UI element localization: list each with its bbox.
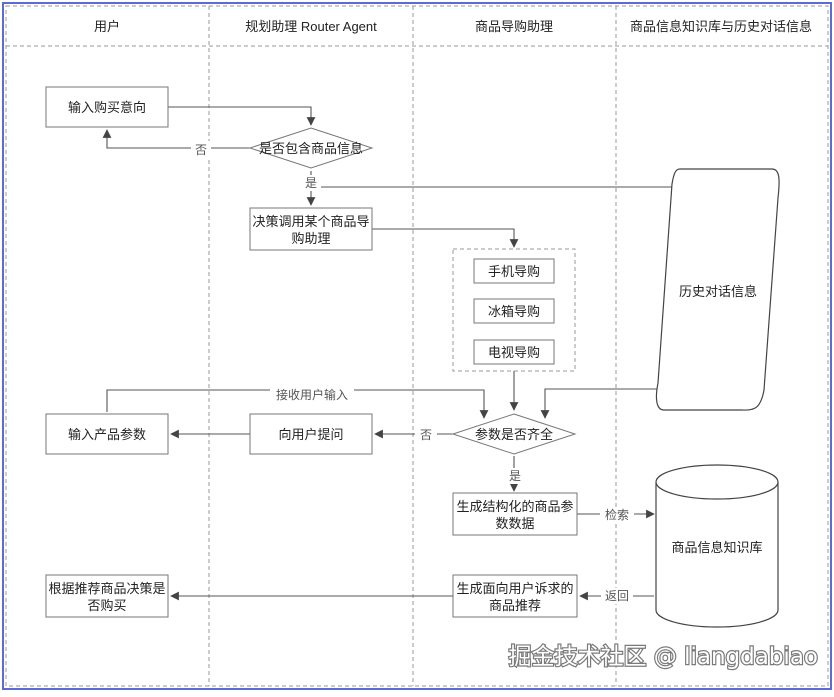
svg-text:商品信息知识库: 商品信息知识库 (671, 540, 762, 555)
edge-history-to-params (540, 388, 662, 419)
lane-header-user: 用户 (94, 19, 120, 34)
svg-text:商品推荐: 商品推荐 (489, 598, 541, 613)
node-has-product-info: 是否包含商品信息 (248, 127, 374, 169)
node-phone-guide: 手机导购 (473, 258, 555, 284)
svg-text:生成结构化的商品参: 生成结构化的商品参 (456, 499, 573, 514)
node-knowledge-base: 商品信息知识库 (655, 464, 779, 628)
svg-text:电视导购: 电视导购 (488, 345, 540, 360)
edge-label-yes-1: 是 (305, 176, 317, 190)
edge-decide-to-guides (372, 228, 519, 248)
lane-headers: 用户 规划助理 Router Agent 商品导购助理 商品信息知识库与历史对话… (94, 19, 812, 34)
edge-labels: 否 是 接收用户输入 否 是 检索 返回 (191, 141, 634, 604)
svg-text:是否包含商品信息: 是否包含商品信息 (259, 141, 363, 156)
svg-text:根据推荐商品决策是: 根据推荐商品决策是 (48, 581, 165, 596)
svg-text:否购买: 否购买 (87, 598, 126, 613)
edge-label-no-2: 否 (420, 428, 432, 442)
svg-text:输入购买意向: 输入购买意向 (68, 100, 146, 115)
edge-label-receive-input: 接收用户输入 (276, 387, 348, 402)
node-history-dialogue: 历史对话信息 (655, 168, 780, 411)
node-tv-guide: 电视导购 (473, 339, 555, 365)
lane-header-router: 规划助理 Router Agent (245, 19, 377, 34)
node-fridge-guide: 冰箱导购 (473, 298, 555, 324)
node-input-intent: 输入购买意向 (45, 86, 169, 128)
edge-intent-to-decision (168, 106, 316, 126)
svg-text:手机导购: 手机导购 (488, 264, 540, 279)
node-decide-call: 决策调用某个商品导 购助理 (249, 207, 373, 251)
svg-text:生成面向用户诉求的: 生成面向用户诉求的 (456, 581, 573, 596)
edge-label-retrieve: 检索 (605, 507, 629, 522)
node-decide-buy: 根据推荐商品决策是 否购买 (45, 574, 169, 618)
edge-label-return: 返回 (605, 589, 629, 603)
watermark: 掘金技术社区 @ liangdabiao (508, 644, 818, 670)
svg-text:参数是否齐全: 参数是否齐全 (475, 427, 553, 442)
svg-text:向用户提问: 向用户提问 (278, 427, 343, 442)
node-generate-recommendation: 生成面向用户诉求的 商品推荐 (452, 574, 578, 618)
node-input-params: 输入产品参数 (45, 413, 169, 455)
svg-text:数数据: 数数据 (495, 516, 534, 531)
node-ask-user: 向用户提问 (249, 413, 373, 455)
guide-group: 手机导购 冰箱导购 电视导购 (452, 248, 576, 372)
svg-text:购助理: 购助理 (291, 231, 330, 246)
svg-text:历史对话信息: 历史对话信息 (679, 284, 757, 299)
svg-text:输入产品参数: 输入产品参数 (68, 427, 146, 442)
node-params-complete: 参数是否齐全 (451, 413, 577, 455)
svg-text:决策调用某个商品导: 决策调用某个商品导 (252, 214, 369, 229)
edge-label-yes-2: 是 (509, 469, 521, 483)
lane-header-knowledge: 商品信息知识库与历史对话信息 (630, 19, 812, 34)
svg-text:冰箱导购: 冰箱导购 (488, 304, 540, 319)
edge-label-no-1: 否 (195, 143, 207, 157)
lane-header-shopping: 商品导购助理 (475, 19, 553, 34)
node-generate-structured: 生成结构化的商品参 数数据 (452, 492, 578, 536)
